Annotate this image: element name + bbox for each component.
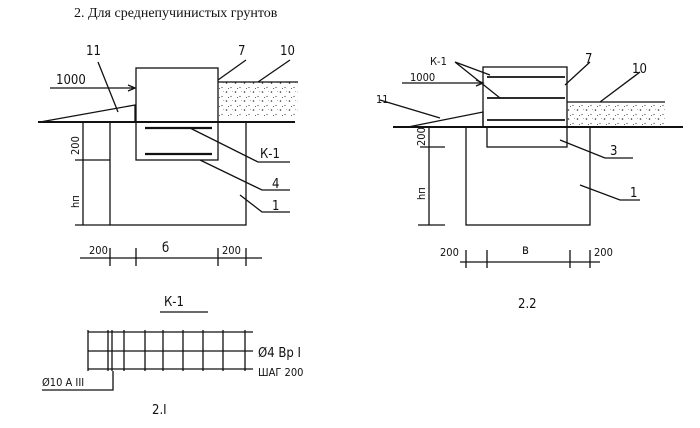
dim-height: hп [415,187,428,200]
label-slope: 11 [86,44,101,59]
dim-width: в [522,243,529,258]
dim-depth: 200 [69,136,82,155]
label-brick: 7 [585,52,592,67]
sand-layer [486,126,568,148]
label-fill: 1 [272,199,279,214]
label-soil: 10 [632,62,647,77]
width-dimension [460,250,600,268]
caption-2-2: 2.2 [518,297,537,312]
width-dimension [80,248,262,266]
mesh-bar: Ø10 A III [42,376,84,389]
section-heading: 2. Для среднепучинистых грунтов [74,6,278,21]
mesh-title: К-1 [164,295,184,310]
leader-lines [97,59,291,213]
label-slope: 11 [376,93,389,106]
figure-left: 11 7 10 1000 К-1 4 1 200 hп 200 б 200 [38,44,298,266]
soil-layer [567,102,665,125]
dim-right: 200 [222,244,241,257]
label-mesh: К-1 [430,55,447,68]
brick-wall [135,67,219,123]
leader-lines [379,61,641,201]
label-sand: 3 [610,144,617,159]
brick-wall [482,66,568,128]
rebar-lines [145,126,212,156]
label-soil: 10 [280,44,295,59]
dim-right: 200 [594,246,613,259]
foundation-pit [109,121,247,226]
mesh-step: ШАГ 200 [258,366,303,379]
label-mesh: К-1 [260,147,280,162]
caption-2-1: 2.I [152,403,167,418]
slope-fill [39,104,136,123]
label-offset: 1000 [410,71,435,84]
dim-left: 200 [89,244,108,257]
dim-height: hп [69,195,82,208]
soil-layer [218,82,298,117]
rebar-lines [487,76,565,121]
depth-dimension [75,122,110,226]
figure-right: К-1 1000 11 7 10 3 1 200 hп 200 в 200 2.… [376,52,683,312]
slope-fill [407,111,484,128]
dim-depth: 200 [415,127,428,146]
label-fill: 1 [630,186,637,201]
foundation-pit [465,126,591,226]
dim-left: 200 [440,246,459,259]
label-offset: 1000 [56,73,86,88]
label-rebar: 4 [272,177,279,192]
depth-dimension [418,127,445,226]
mesh-grid [87,330,253,371]
mesh-detail: К-1 Ø4 Вр I ШАГ 200 Ø10 A III 2.I [42,295,303,418]
mesh-wire: Ø4 Вр I [258,346,301,361]
label-brick: 7 [238,44,245,59]
dim-width: б [162,241,169,256]
